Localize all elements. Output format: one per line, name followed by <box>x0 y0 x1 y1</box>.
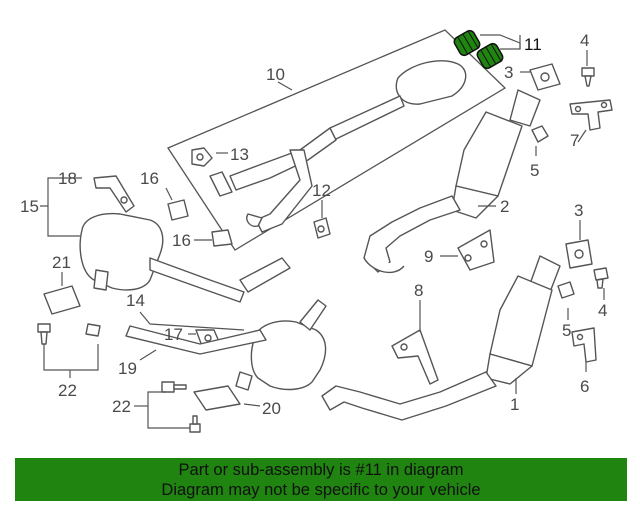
callout-16-upper: 16 <box>140 169 159 188</box>
callout-22-right: 22 <box>112 397 131 416</box>
nut-5-lower <box>557 281 575 299</box>
callout-9: 9 <box>424 247 433 266</box>
mount-16-lower <box>211 229 233 247</box>
bolt-22-right-b <box>189 415 201 433</box>
callout-5-upper: 5 <box>530 161 539 180</box>
callout-13: 13 <box>230 145 249 164</box>
callout-2: 2 <box>500 197 509 216</box>
bolt-22-left-a <box>37 323 51 345</box>
callout-5-lower: 5 <box>562 321 571 340</box>
callout-10: 10 <box>266 65 285 84</box>
bolt-4-lower <box>593 267 609 289</box>
callout-17: 17 <box>164 325 183 344</box>
callout-11-highlighted: 11 <box>524 35 542 54</box>
gasket-3-lower <box>565 239 593 269</box>
callout-3-lower: 3 <box>574 201 583 220</box>
mount-16-upper <box>167 199 189 221</box>
callout-8: 8 <box>414 281 423 300</box>
banner-line-2: Diagram may not be specific to your vehi… <box>161 481 481 499</box>
heat-shield-19 <box>125 325 267 355</box>
callout-20: 20 <box>262 399 281 418</box>
callout-6: 6 <box>580 377 589 396</box>
gasket-3-upper <box>529 63 561 91</box>
callout-19: 19 <box>118 359 137 378</box>
clamp-12 <box>313 217 331 239</box>
callout-7: 7 <box>570 131 579 150</box>
bolt-4-upper <box>581 67 595 87</box>
nut-5-upper <box>531 125 549 143</box>
callout-16-lower: 16 <box>172 231 191 250</box>
part-info-banner: Part or sub-assembly is #11 in diagram D… <box>15 458 627 501</box>
hanger-18 <box>93 175 135 213</box>
callout-15: 15 <box>20 197 39 216</box>
callout-21: 21 <box>52 253 71 272</box>
center-pipe-assembly <box>209 60 467 233</box>
callout-18: 18 <box>58 169 77 188</box>
gasket-11-highlighted <box>453 29 504 70</box>
bracket-6 <box>571 327 597 363</box>
catalytic-converter-upper <box>363 89 541 274</box>
callout-14: 14 <box>126 291 145 310</box>
bracket-8 <box>391 329 439 385</box>
tailpipe-21 <box>43 285 81 315</box>
callout-3-upper: 3 <box>504 63 513 82</box>
callout-4-upper: 4 <box>580 31 589 50</box>
catalytic-converter-lower <box>321 255 561 421</box>
hanger-13 <box>191 147 213 167</box>
callout-22-left: 22 <box>58 381 77 400</box>
bracket-7 <box>569 99 613 131</box>
callout-1-lower: 1 <box>510 395 519 414</box>
leader-lines <box>40 34 605 429</box>
tailpipe-20 <box>193 385 241 411</box>
bolt-22-left-b <box>85 323 101 337</box>
assembly-10-frame <box>167 29 507 251</box>
rear-muffler-right <box>235 299 327 391</box>
bolt-22-right-a <box>161 381 187 393</box>
banner-line-1: Part or sub-assembly is #11 in diagram <box>178 461 464 479</box>
callout-12: 12 <box>312 181 331 200</box>
bracket-9 <box>457 229 495 271</box>
exhaust-system-diagram: 1 1 2 3 3 4 4 5 5 6 7 8 9 10 11 12 13 14… <box>20 29 613 433</box>
rear-muffler-left <box>79 212 291 303</box>
callout-4-lower: 4 <box>598 301 607 320</box>
